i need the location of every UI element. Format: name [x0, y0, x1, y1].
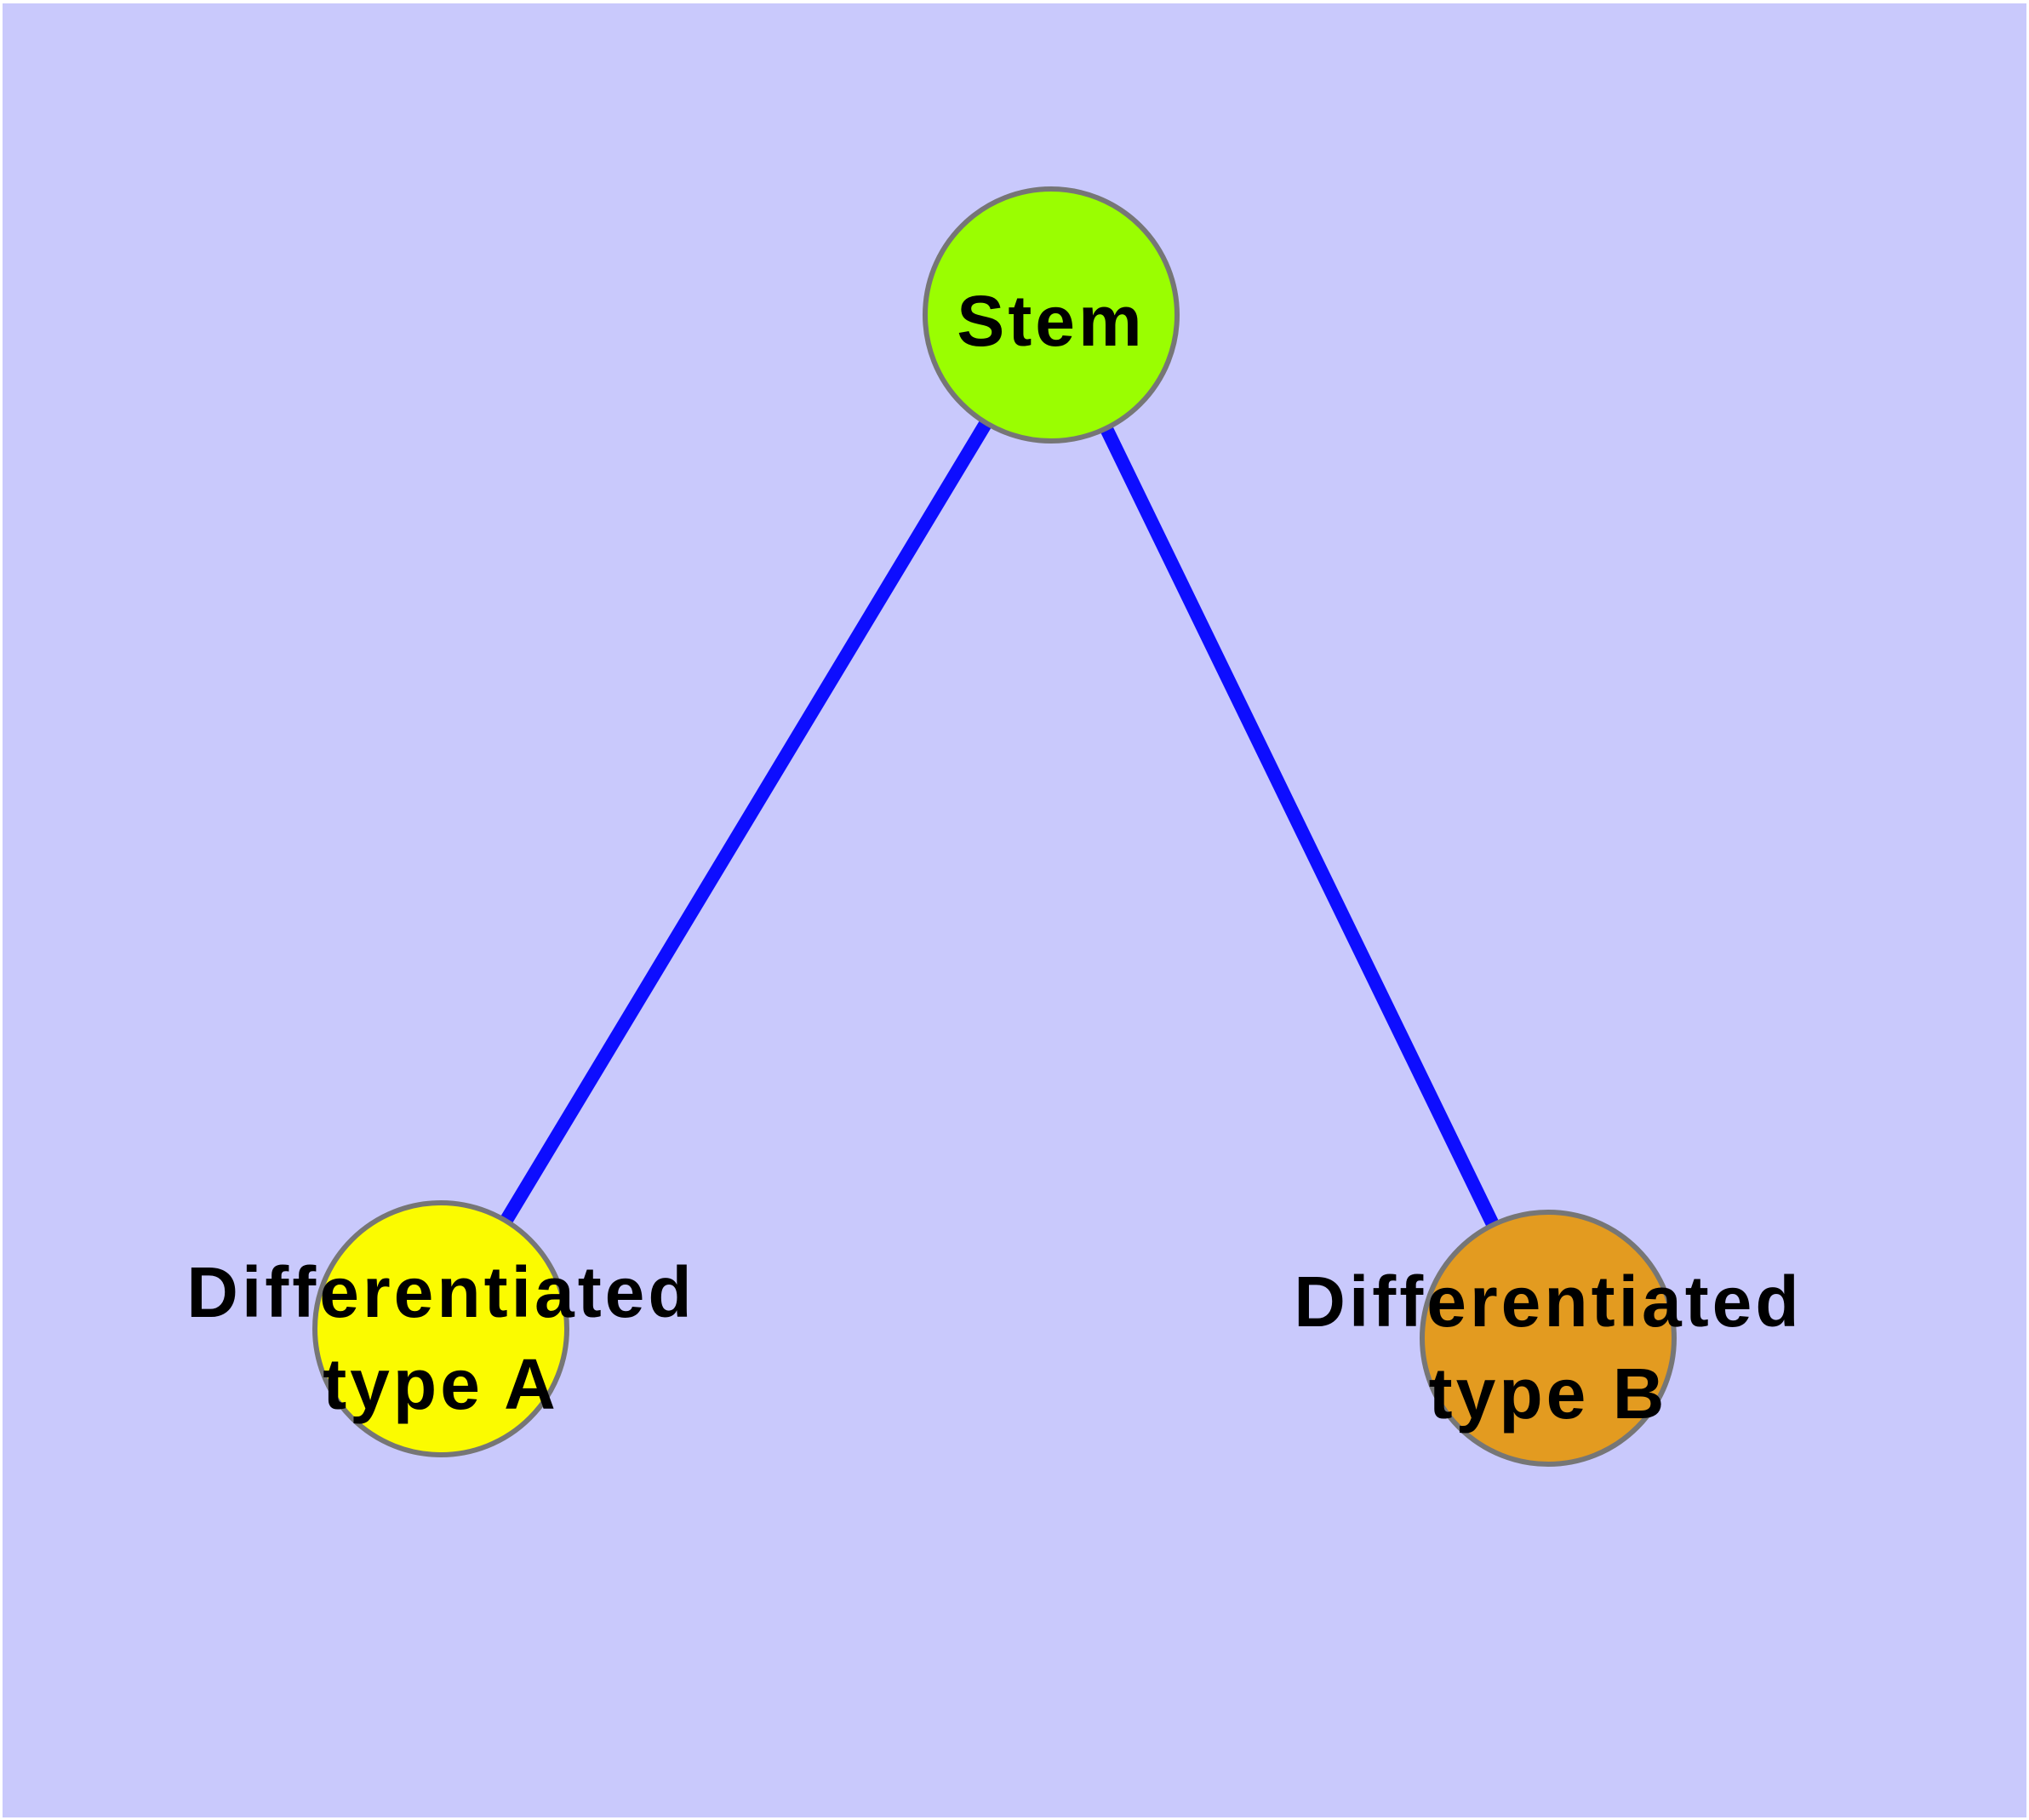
node-label-differentiated-type-b-line-1: Differentiated [1294, 1262, 1802, 1342]
node-label-stem-line-1: Stem [957, 281, 1145, 361]
edge-stem-to-differentiated-type-a [435, 311, 1057, 1333]
node-label-differentiated-type-b-line-2: type B [1429, 1354, 1668, 1434]
edge-stem-to-differentiated-type-b [1044, 312, 1555, 1342]
nodes-layer [312, 186, 1677, 1467]
node-differentiated-type-a [312, 1200, 569, 1457]
node-differentiated-type-b [1420, 1210, 1677, 1467]
node-stem [923, 186, 1180, 444]
node-label-differentiated-type-a-line-1: Differentiated [186, 1252, 694, 1332]
node-label-differentiated-type-a-line-2: type A [323, 1344, 559, 1424]
edges-layer [435, 311, 1555, 1342]
